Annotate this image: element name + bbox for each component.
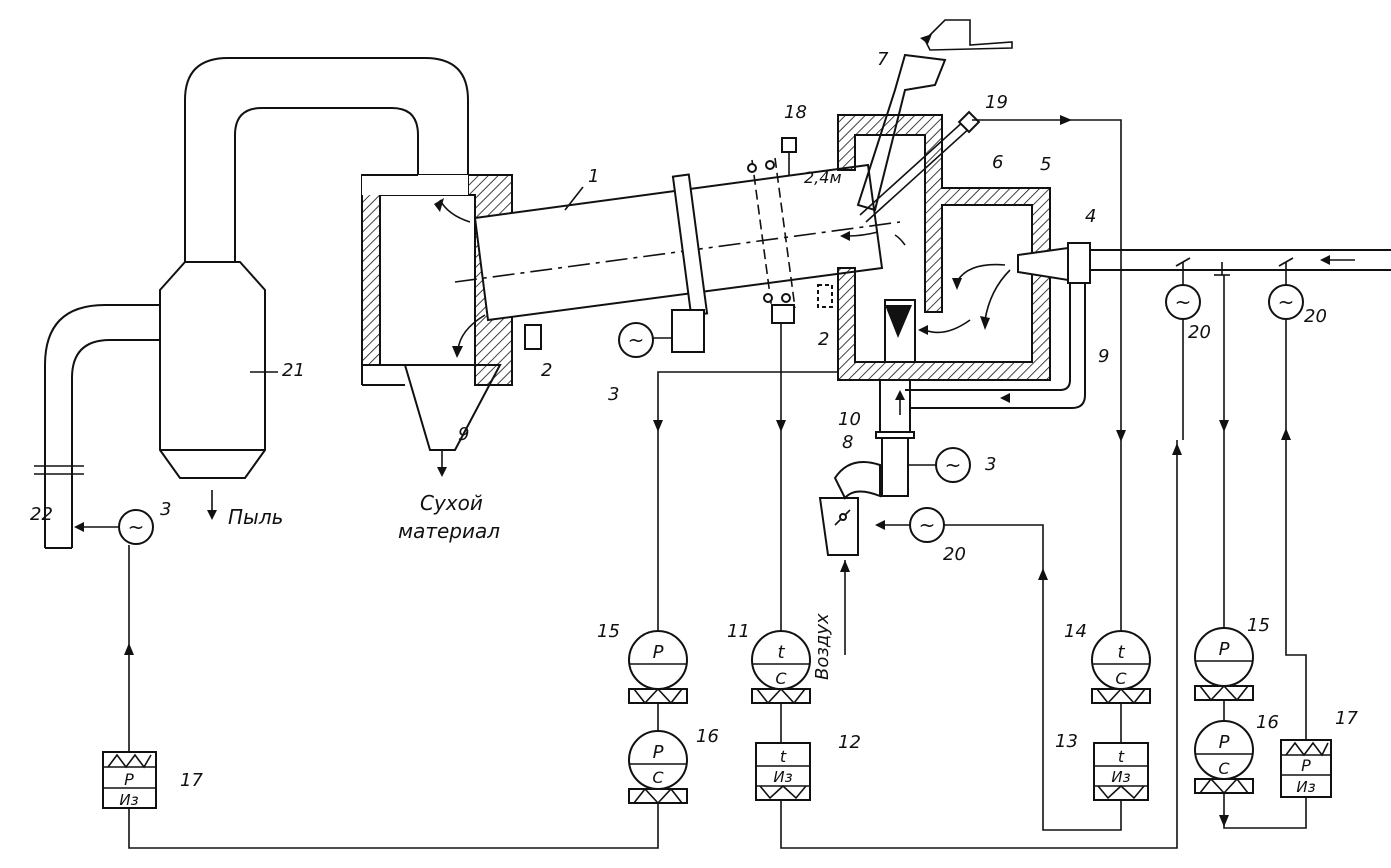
svg-text:14: 14 <box>1064 621 1087 642</box>
svg-text:15: 15 <box>1247 615 1270 636</box>
instrument-17-left: P Из <box>102 751 157 809</box>
instrument-16-center: P C <box>628 730 688 805</box>
svg-text:3: 3 <box>985 454 996 475</box>
svg-text:~: ~ <box>919 513 936 537</box>
motor-20-a: ~ <box>1165 284 1201 320</box>
svg-text:Сухой: Сухой <box>420 491 483 515</box>
svg-text:~: ~ <box>945 453 962 477</box>
svg-text:9: 9 <box>1098 346 1109 367</box>
feed-hopper-7 <box>856 19 1013 212</box>
svg-text:16: 16 <box>696 726 719 747</box>
svg-text:13: 13 <box>1055 731 1078 752</box>
svg-text:19: 19 <box>985 92 1008 113</box>
svg-text:15: 15 <box>597 621 620 642</box>
svg-text:C: C <box>775 669 787 688</box>
svg-text:P: P <box>124 770 134 789</box>
sensor-19 <box>859 110 981 223</box>
instrument-13: t Из <box>1093 742 1149 801</box>
motor-20-b: ~ <box>1268 284 1304 320</box>
svg-text:22: 22 <box>30 504 53 525</box>
svg-text:12: 12 <box>838 732 861 753</box>
svg-text:9: 9 <box>458 424 469 445</box>
svg-text:8: 8 <box>842 432 853 453</box>
instrument-11: t C <box>751 630 811 705</box>
svg-text:11: 11 <box>727 621 750 642</box>
svg-text:2: 2 <box>818 329 829 350</box>
svg-text:Пыль: Пыль <box>228 505 283 529</box>
instrument-15-right: P <box>1194 627 1254 702</box>
motor-3-fan: ~ <box>908 447 971 483</box>
svg-text:P: P <box>1219 732 1230 753</box>
motor-3-drum: ~ <box>618 322 654 358</box>
instrument-16-right: P C <box>1194 720 1254 795</box>
svg-text:C: C <box>1115 669 1127 688</box>
cyclone-21 <box>159 261 266 479</box>
svg-text:21: 21 <box>282 360 305 381</box>
svg-text:20: 20 <box>1188 322 1211 343</box>
svg-text:2: 2 <box>541 360 552 381</box>
svg-text:P: P <box>653 642 664 663</box>
motor-3-left: ~ <box>118 509 154 545</box>
rotary-drum-1 <box>454 137 901 353</box>
svg-text:17: 17 <box>1335 708 1358 729</box>
svg-text:P: P <box>653 742 664 763</box>
signal-lines <box>74 115 1307 849</box>
instrument-17-right: P Из <box>1280 739 1332 798</box>
burner-4 <box>905 242 1391 409</box>
svg-text:1: 1 <box>588 166 599 187</box>
svg-text:10: 10 <box>838 409 861 430</box>
svg-text:17: 17 <box>180 770 203 791</box>
svg-text:t: t <box>780 747 787 766</box>
svg-text:Из: Из <box>773 768 792 786</box>
svg-text:20: 20 <box>943 544 966 565</box>
svg-text:P: P <box>1219 639 1230 660</box>
svg-text:Из: Из <box>1111 768 1130 786</box>
text-labels: 2,4м Сухой материал Пыль Воздух <box>228 168 842 680</box>
svg-text:20: 20 <box>1304 306 1327 327</box>
svg-text:~: ~ <box>1278 290 1295 314</box>
svg-text:~: ~ <box>128 515 145 539</box>
svg-text:3: 3 <box>608 384 619 405</box>
svg-text:t: t <box>777 642 785 663</box>
number-labels: 1 2 2 22 3 3 3 4 5 6 7 8 9 9 10 11 12 13… <box>30 49 1358 791</box>
svg-text:18: 18 <box>784 102 807 123</box>
instrument-12: t Из <box>755 742 811 801</box>
svg-text:Из: Из <box>119 791 138 809</box>
svg-text:Из: Из <box>1296 778 1315 796</box>
svg-text:2,4м: 2,4м <box>804 168 842 187</box>
svg-text:~: ~ <box>628 328 645 352</box>
svg-text:16: 16 <box>1256 712 1279 733</box>
svg-text:6: 6 <box>992 152 1003 173</box>
svg-text:3: 3 <box>160 499 171 520</box>
instrument-14: t C <box>1091 630 1151 705</box>
motor-20-damper: ~ <box>909 507 945 543</box>
svg-text:7: 7 <box>877 49 889 70</box>
svg-text:4: 4 <box>1085 206 1096 227</box>
instrument-15-center: P <box>628 630 688 705</box>
svg-text:5: 5 <box>1040 154 1051 175</box>
svg-text:t: t <box>1117 642 1125 663</box>
furnace-chamber <box>818 114 1051 655</box>
svg-text:C: C <box>652 768 664 787</box>
svg-text:~: ~ <box>1175 290 1192 314</box>
svg-text:Воздух: Воздух <box>812 613 833 680</box>
svg-text:C: C <box>1218 759 1230 778</box>
svg-text:материал: материал <box>398 519 500 543</box>
exhaust-duct <box>34 57 469 549</box>
svg-text:P: P <box>1301 756 1311 775</box>
svg-text:t: t <box>1118 747 1125 766</box>
